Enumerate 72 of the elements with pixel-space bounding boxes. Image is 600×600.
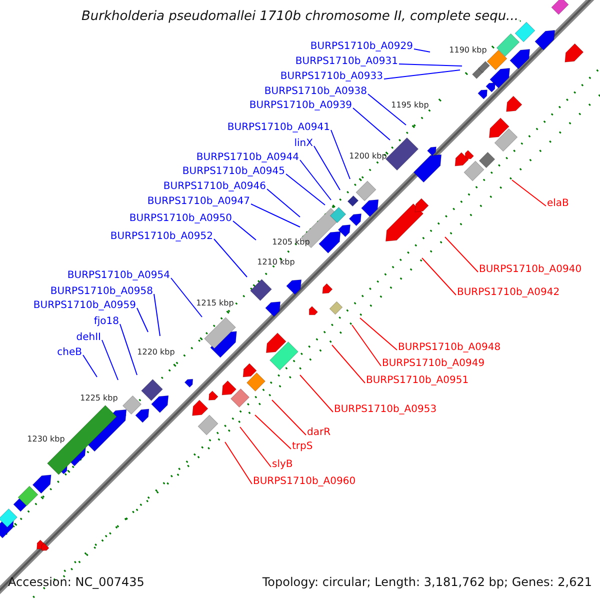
scale-label: 1225 kbp — [80, 394, 118, 402]
gene-label: BURPS1710b_A0948 — [398, 342, 501, 354]
leader-line — [414, 48, 430, 52]
gene-label: BURPS1710b_A0931 — [295, 56, 398, 68]
gene-label: BURPS1710b_A0952 — [110, 231, 213, 243]
gene-label: BURPS1710b_A0951 — [366, 375, 469, 387]
leader-line — [250, 204, 300, 228]
leader-line — [332, 344, 366, 384]
leader-line — [232, 220, 256, 240]
map-title: Burkholderia pseudomallei 1710b chromosome II, complete sequ... — [80, 9, 520, 24]
gene-label: dehII — [76, 332, 101, 344]
leader-line — [120, 324, 138, 376]
gene-label: BURPS1710b_A0940 — [479, 264, 582, 276]
gene-label: BURPS1710b_A0939 — [249, 100, 352, 112]
scale-label: 1195 kbp — [391, 100, 429, 110]
gene-label: BURPS1710b_A0958 — [50, 286, 153, 298]
gene-label: BURPS1710b_A0942 — [457, 287, 560, 299]
leader-line — [352, 324, 382, 366]
gene-label: BURPS1710b_A0947 — [147, 196, 250, 208]
leader-line — [330, 130, 350, 180]
leader-line — [300, 160, 332, 200]
leader-line — [286, 174, 326, 206]
leader-line — [254, 414, 292, 450]
leader-line — [422, 258, 456, 296]
leader-line — [384, 70, 460, 80]
leader-line — [352, 108, 390, 140]
scale-label: 1220 kbp — [137, 348, 175, 356]
gene-label: BURPS1710b_A0945 — [182, 166, 285, 178]
leader-line — [214, 238, 248, 278]
gene-label: elaB — [547, 198, 569, 210]
gene-label: fjo18 — [94, 316, 119, 328]
leader-line — [154, 294, 160, 336]
leader-line — [82, 354, 98, 378]
leader-line — [170, 278, 202, 318]
gene-label: BURPS1710b_A0954 — [67, 270, 170, 282]
leader-line — [224, 442, 252, 484]
gene-label: BURPS1710b_A0959 — [33, 300, 136, 312]
leader-line — [314, 146, 340, 190]
gene-label: BURPS1710b_A0949 — [382, 358, 485, 370]
footer-text: Accession: NC_007435 — [8, 575, 144, 589]
scale-label: 1215 kbp — [196, 298, 234, 308]
leader-line — [102, 340, 118, 380]
scale-label: 1205 kbp — [272, 238, 310, 246]
gene-label: BURPS1710b_A0941 — [227, 122, 330, 134]
scale-label: 1200 kbp — [349, 152, 387, 160]
gene-label: BURPS1710b_A0953 — [334, 404, 437, 416]
scale-label: 1190 kbp — [449, 46, 487, 54]
leader-line — [368, 94, 406, 126]
gene-label: BURPS1710b_A0933 — [280, 71, 383, 83]
gene-label: BURPS1710b_A0950 — [129, 213, 232, 225]
gene-label: darR — [307, 427, 331, 439]
gene-label: BURPS1710b_A0960 — [253, 476, 356, 488]
gene-label: cheB — [57, 347, 82, 359]
leader-line — [136, 308, 148, 332]
leader-line — [300, 374, 334, 412]
leader-line — [266, 188, 300, 218]
scale-label: 1230 kbp — [27, 434, 65, 444]
gene-label: BURPS1710b_A0946 — [163, 181, 266, 193]
gene-label: trpS — [292, 441, 313, 453]
gene-label: BURPS1710b_A0929 — [310, 41, 413, 53]
gene-label: linX — [294, 138, 313, 150]
leader-line — [512, 180, 546, 206]
scale-label: 1210 kbp — [257, 258, 295, 266]
gene-label: slyB — [272, 459, 293, 471]
leader-line — [240, 426, 272, 468]
leader-line — [272, 400, 306, 436]
leader-line — [398, 64, 462, 66]
gene-label: BURPS1710b_A0938 — [264, 86, 367, 98]
leader-line — [360, 318, 398, 350]
footer-text: Topology: circular; Length: 3,181,762 bp; Genes: 2,621 — [262, 575, 592, 589]
leader-line — [444, 236, 478, 272]
gene-label: BURPS1710b_A0944 — [196, 152, 299, 164]
